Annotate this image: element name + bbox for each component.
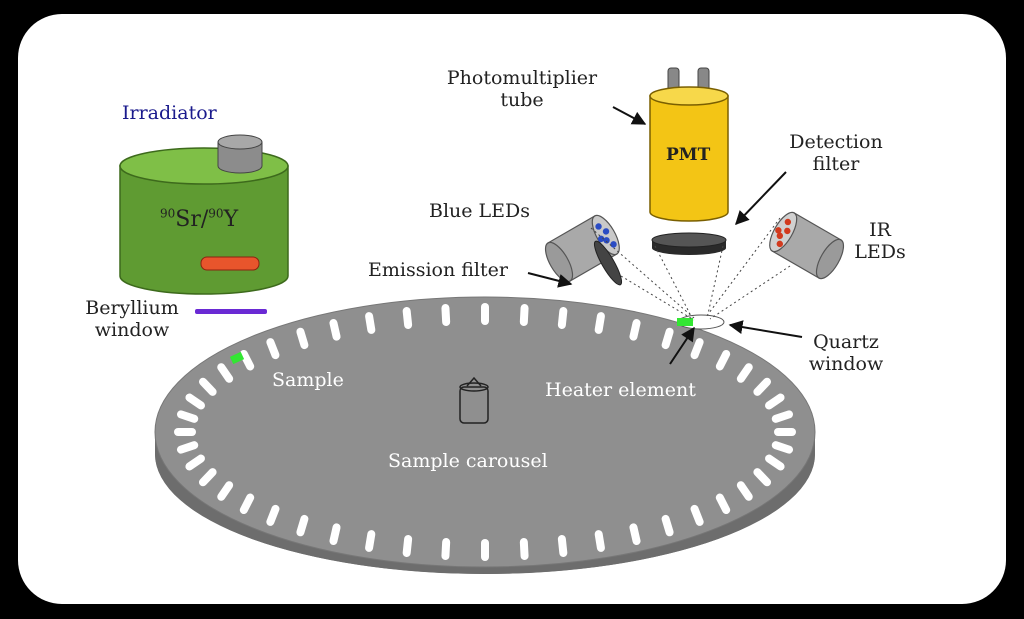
carousel-slot — [296, 327, 309, 350]
source-element-1: Sr/ — [175, 207, 209, 232]
carousel-slot — [765, 454, 785, 471]
carousel-slot — [661, 327, 674, 350]
ir-label-line2: LEDs — [854, 240, 906, 263]
carousel-slot — [715, 493, 731, 515]
carousel-slot — [661, 514, 674, 537]
carousel-slot — [441, 538, 451, 560]
sample-carousel-label: Sample carousel — [388, 450, 548, 472]
carousel-slot — [519, 538, 529, 560]
carousel-slot — [557, 307, 568, 329]
diagram-graphics — [119, 67, 845, 574]
detection-filter-shape — [651, 232, 727, 248]
carousel-slot — [266, 504, 280, 526]
sample-green-right — [677, 318, 693, 326]
emission-filter-shape — [593, 240, 623, 286]
carousel-slot — [753, 377, 772, 396]
light-paths — [590, 217, 791, 321]
detection-label-line1: Detection — [789, 131, 883, 153]
carousel-slot — [736, 481, 753, 501]
carousel-slot — [239, 349, 255, 371]
carousel-slot — [441, 304, 451, 326]
carousel-slot — [690, 338, 704, 360]
carousel-slot — [365, 530, 376, 552]
carousel-slot — [481, 303, 489, 325]
carousel-slot — [594, 312, 605, 334]
source-isotope-label: 90Sr/90Y — [160, 207, 238, 232]
carousel-slot — [176, 441, 199, 454]
source-mass-2: 90 — [208, 206, 224, 221]
carousel-slot — [753, 468, 772, 487]
blue-leds-label: Blue LEDs — [429, 200, 531, 222]
sample-green-left — [229, 351, 245, 365]
carousel-slot — [174, 428, 196, 436]
blue-leds — [544, 214, 620, 283]
sample-carousel — [154, 296, 816, 574]
pmt-label-line2: tube — [500, 88, 544, 111]
carousel-slot — [185, 454, 205, 471]
carousel-slot — [771, 441, 794, 454]
carousel-slot — [198, 468, 217, 487]
carousel-slot — [629, 318, 641, 341]
carousel-slot — [736, 363, 753, 383]
beryllium-window-shape — [195, 309, 267, 314]
source-mass-1: 90 — [160, 206, 176, 221]
carousel-slot — [185, 393, 205, 410]
emission-filter-label: Emission filter — [368, 259, 508, 281]
quartz-label-line1: Quartz — [813, 331, 879, 353]
carousel-slot — [365, 312, 376, 334]
irradiator-label: Irradiator — [122, 102, 217, 124]
carousel-slot — [329, 318, 341, 341]
heater-element-icon — [459, 376, 489, 424]
carousel-slot — [715, 349, 731, 371]
carousel-slot — [402, 307, 413, 329]
carousel-slots — [174, 303, 796, 561]
annotation-arrows — [527, 106, 803, 365]
carousel-slot — [266, 338, 280, 360]
irradiator — [119, 134, 289, 314]
carousel-slot — [239, 493, 255, 515]
carousel-slot — [402, 535, 413, 557]
pmt-body-label: PMT — [666, 145, 711, 165]
carousel-slot — [557, 535, 568, 557]
carousel-slot — [594, 530, 605, 552]
carousel-slot — [771, 410, 794, 423]
carousel-slot — [217, 481, 234, 501]
photomultiplier-tube — [649, 67, 729, 255]
carousel-slot — [296, 514, 309, 537]
carousel-slot — [198, 377, 217, 396]
carousel-slot — [176, 410, 199, 423]
carousel-slot — [629, 523, 641, 546]
carousel-slot — [765, 393, 785, 410]
beryllium-label-line2: window — [94, 318, 170, 341]
carousel-slot — [481, 539, 489, 561]
pmt-label-line1: Photomultiplier — [446, 67, 598, 89]
source-element-2: Y — [223, 207, 239, 232]
carousel-slot — [774, 428, 796, 436]
quartz-label-line2: window — [808, 352, 884, 375]
carousel-slot — [690, 504, 704, 526]
beryllium-label-line1: Beryllium — [85, 297, 179, 319]
carousel-slot — [217, 363, 234, 383]
carousel-slot — [519, 304, 529, 326]
ir-label-line1: IR — [869, 219, 891, 241]
ir-leds — [769, 211, 845, 280]
carousel-slot — [329, 523, 341, 546]
heater-element-label: Heater element — [545, 379, 696, 401]
detection-label-line2: filter — [812, 152, 860, 175]
sample-label: Sample — [272, 369, 344, 391]
